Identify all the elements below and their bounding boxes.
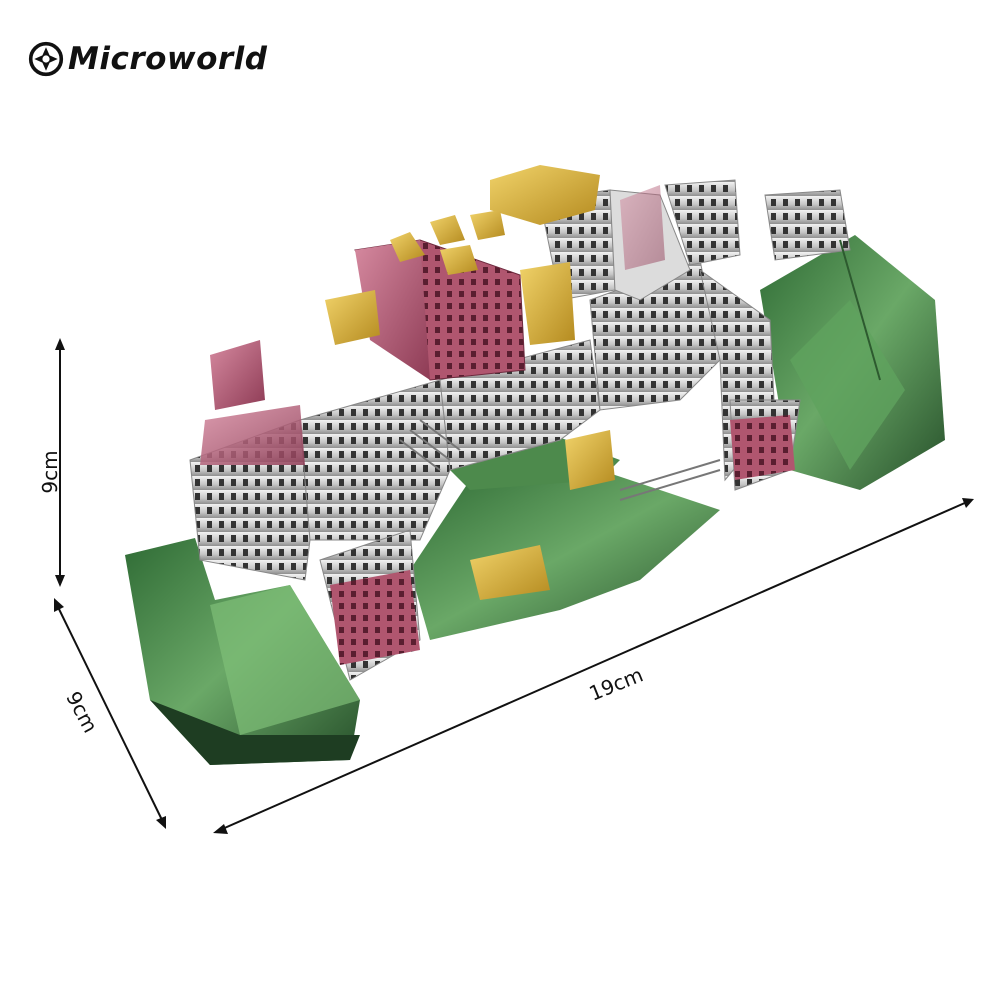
gold-roofs	[325, 165, 615, 600]
brand-name: Microworld	[68, 41, 268, 77]
height-dimension-arrow	[55, 338, 65, 587]
height-dimension-label: 9cm	[38, 450, 62, 494]
brand-header: Microworld	[28, 36, 267, 82]
microworld-logo-icon	[28, 41, 64, 77]
right-hill	[760, 235, 945, 490]
white-palace	[189, 179, 851, 681]
dimension-arrows	[54, 338, 974, 834]
stair-details	[399, 239, 881, 501]
width-dimension-arrow	[213, 498, 974, 834]
depth-dimension-arrow	[54, 598, 166, 829]
red-palace	[200, 185, 795, 665]
left-hill	[125, 538, 360, 765]
